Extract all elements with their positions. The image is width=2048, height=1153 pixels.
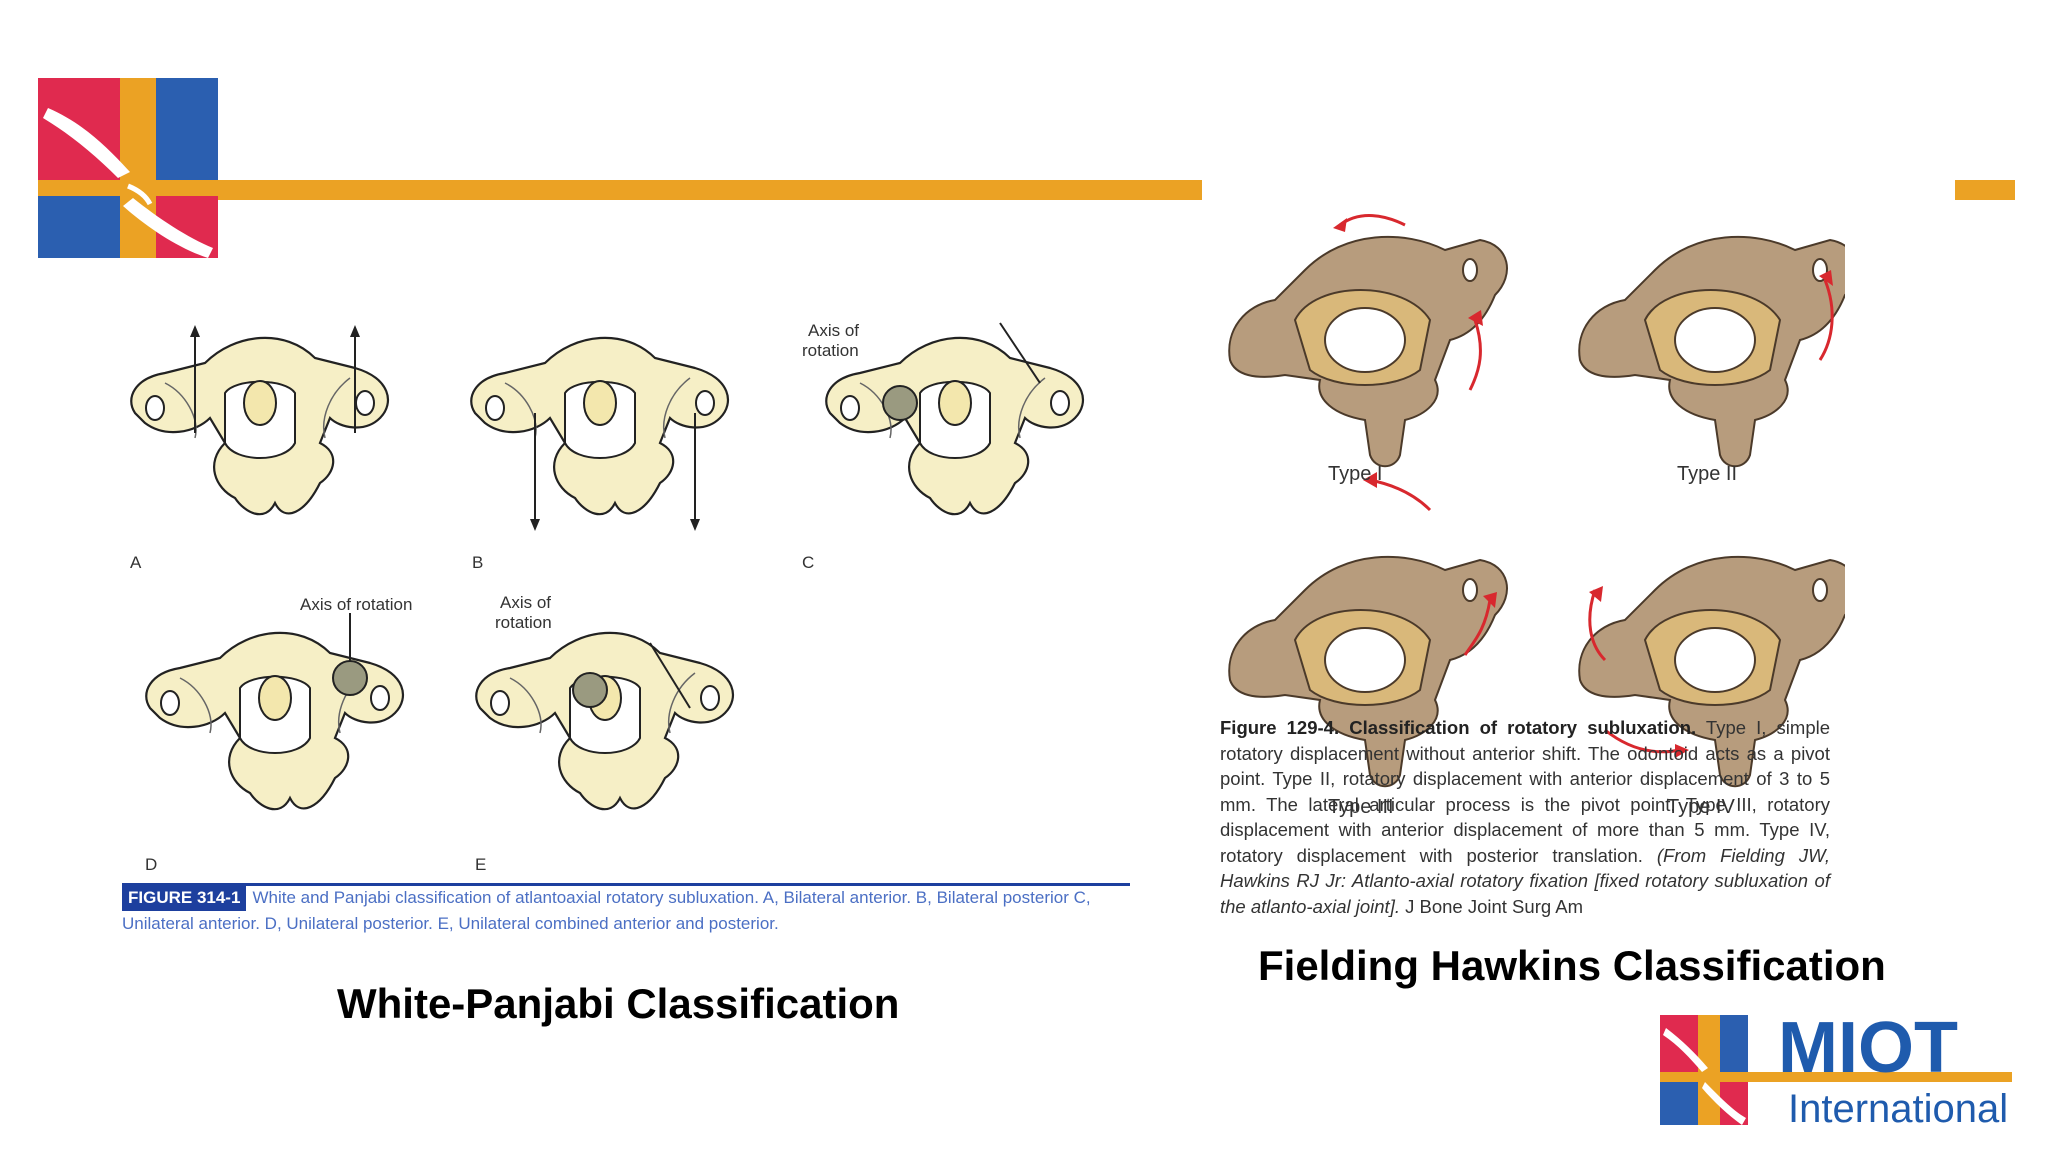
panel-d-label: D: [145, 855, 157, 874]
type-3-drawing: [1228, 472, 1508, 788]
miot-logo: MIOT International: [1660, 1010, 2012, 1130]
header-rule: [218, 180, 1202, 200]
panel-a-label: A: [130, 553, 142, 572]
type-4-drawing: [1578, 555, 1845, 788]
figure-tag: FIGURE 314-1: [122, 885, 247, 911]
type-1-label: Type I: [1328, 463, 1382, 485]
axis-label-d: Axis of rotation: [300, 595, 412, 614]
type-2-label: Type II: [1677, 463, 1737, 485]
panel-b-label: B: [472, 553, 483, 572]
left-caption-text: White and Panjabi classification of atla…: [122, 888, 1091, 933]
brand-subtitle: International: [1788, 1087, 2008, 1130]
panel-e-label: E: [475, 855, 486, 874]
type-2-drawing: [1578, 235, 1845, 468]
type-1-drawing: [1228, 214, 1508, 468]
right-caption-heading: Figure 129-4. Classification of rotatory…: [1220, 717, 1697, 738]
hands-logo: [38, 78, 218, 258]
panel-b-drawing: [470, 336, 730, 531]
brand-name: MIOT: [1778, 1010, 1958, 1088]
panel-c-label: C: [802, 553, 814, 572]
right-caption-body: Type I, simple rotatory displacement wit…: [1220, 717, 1831, 866]
right-caption-citation: (From Fielding JW, Hawkins RJ Jr: Atlant…: [1220, 844, 1830, 917]
right-figure-caption: Figure 129-4. Classification of rotatory…: [1220, 715, 1830, 919]
panel-c-drawing: [825, 322, 1085, 516]
panel-a-drawing: [130, 325, 390, 516]
caption-rule: [122, 883, 1130, 886]
white-panjabi-title: White-Panjabi Classification: [337, 980, 900, 1027]
panel-d-drawing: [145, 613, 405, 811]
type-4-label: Type IV: [1667, 796, 1735, 818]
panel-e-drawing: [475, 631, 735, 811]
type-3-label: Type III: [1328, 796, 1394, 818]
fielding-hawkins-title: Fielding Hawkins Classification: [1258, 942, 1886, 989]
header-rule-right: [1955, 180, 2015, 200]
right-caption-journal: J Bone Joint Surg Am: [1399, 895, 1584, 917]
fielding-hawkins-figure: Type I Type II Type III Type IV: [1228, 214, 1845, 818]
